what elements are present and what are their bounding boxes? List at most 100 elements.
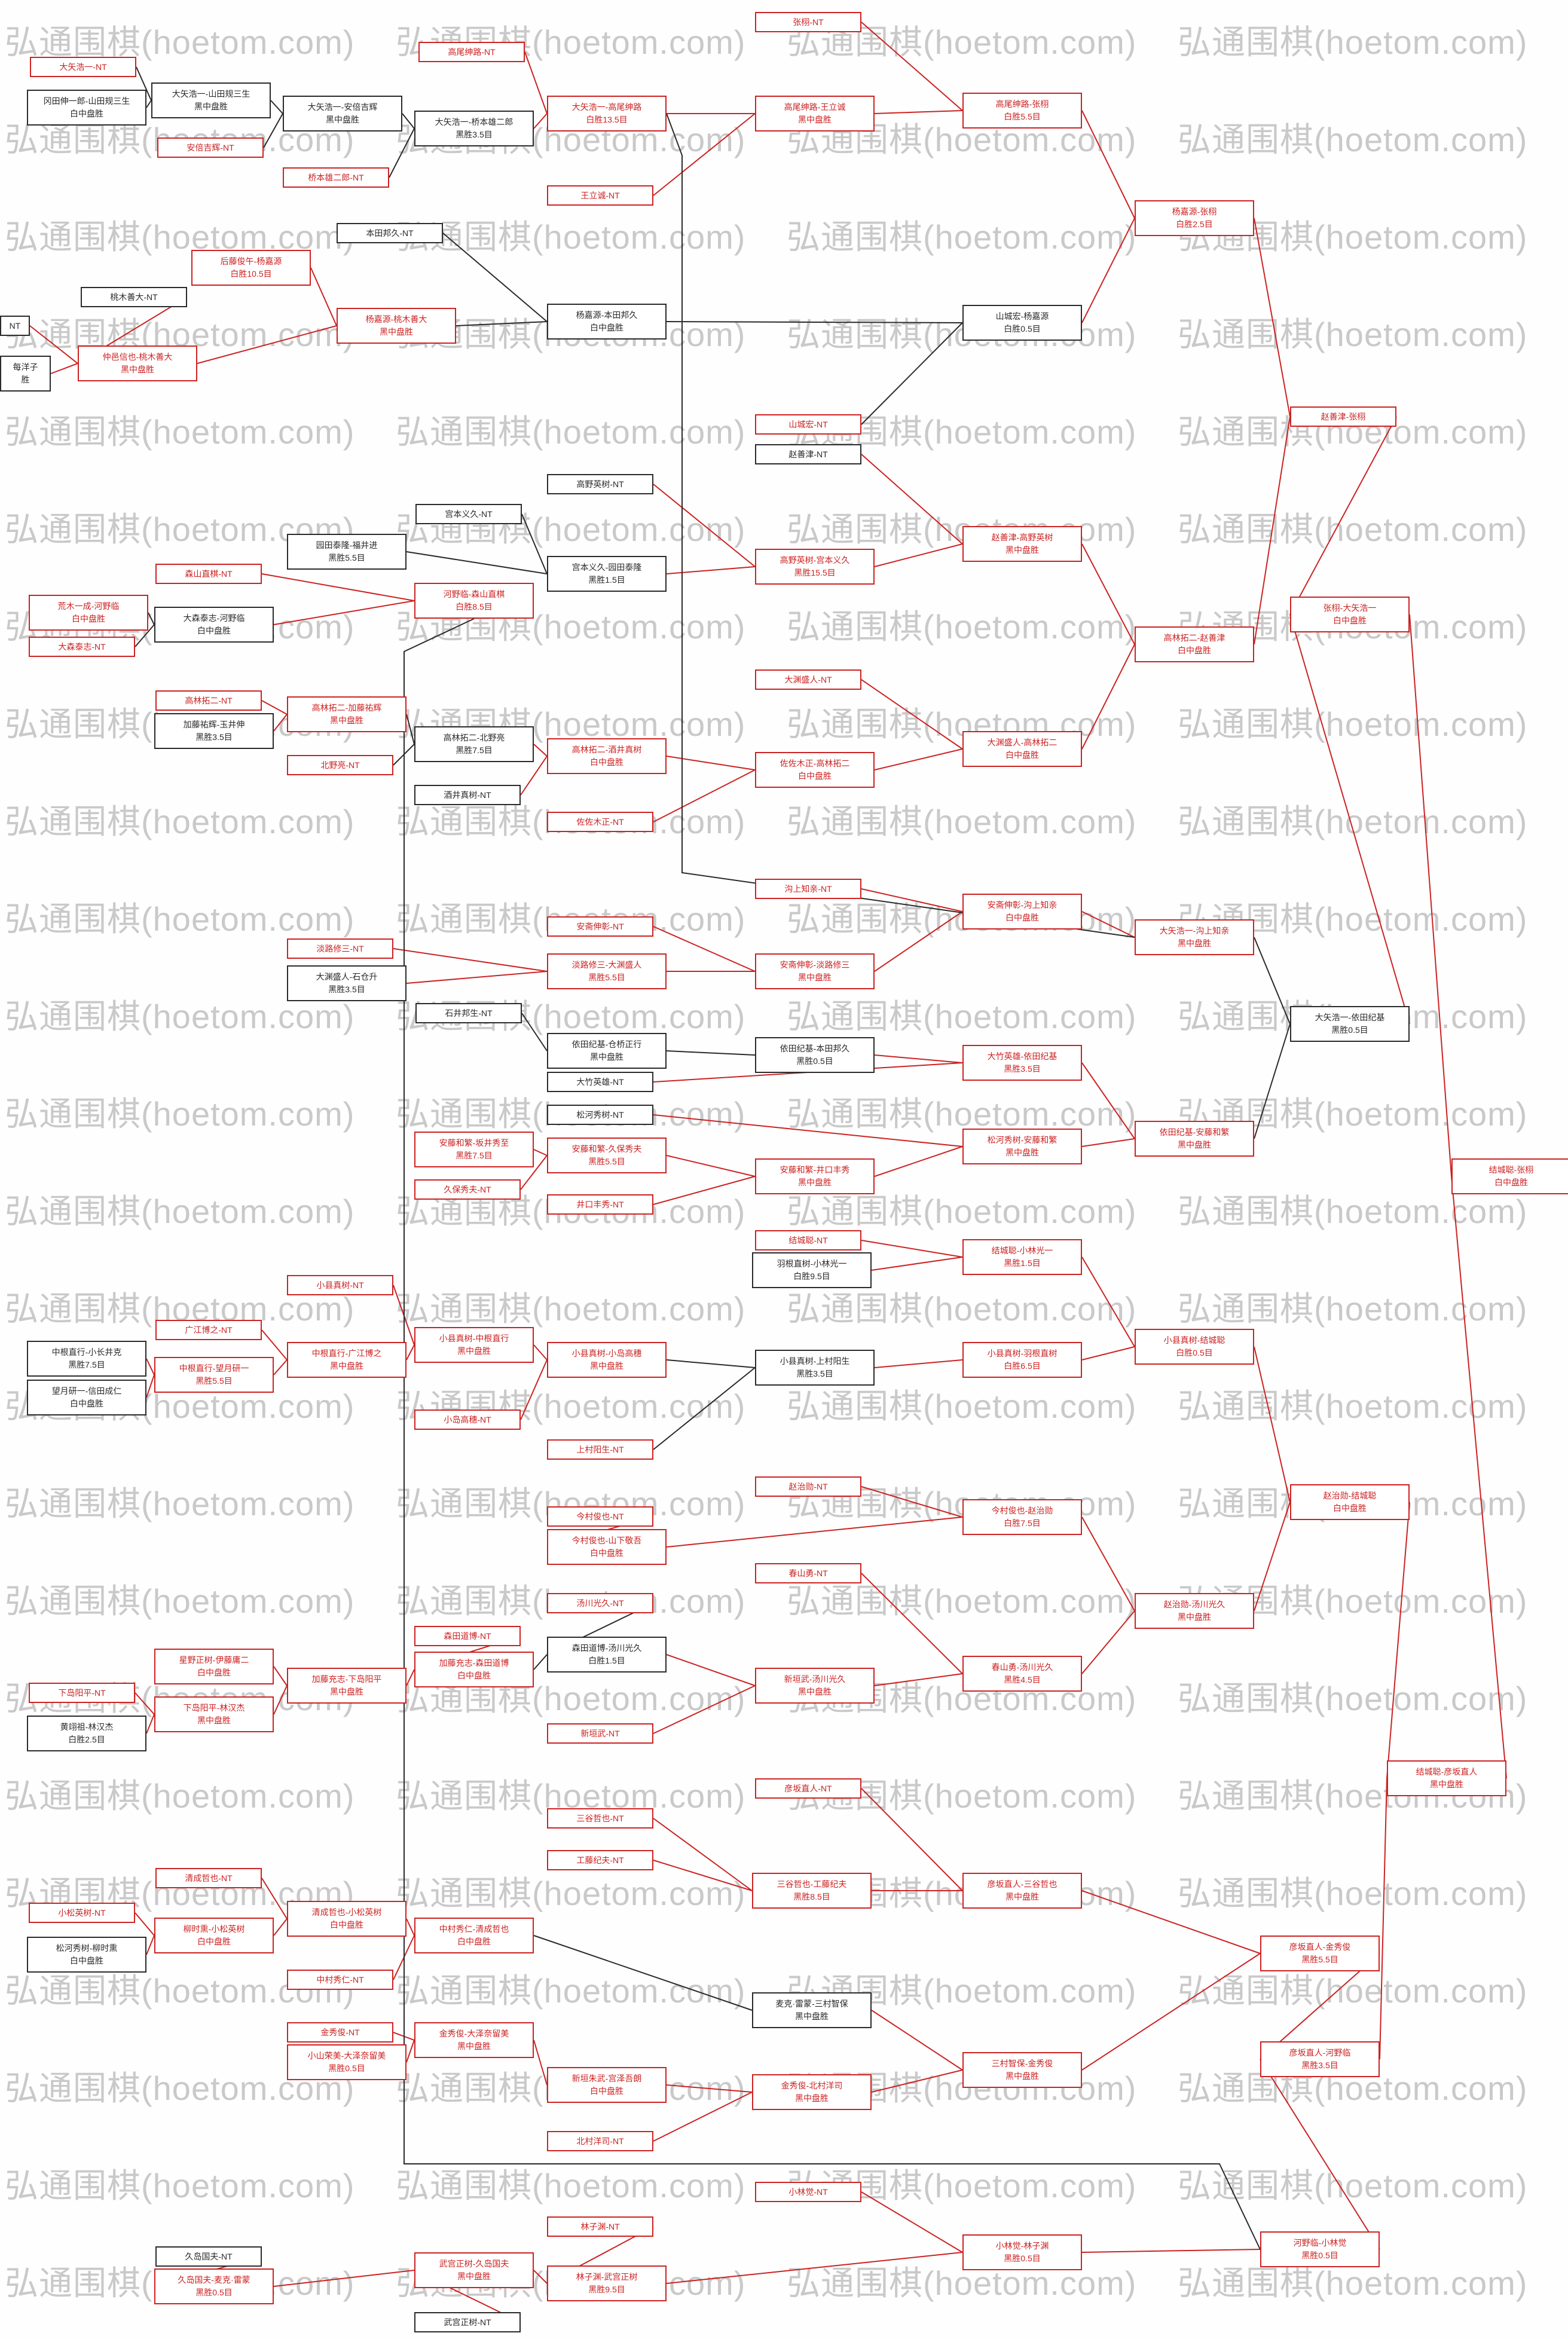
bracket-node[interactable]: 中根直行-小长井克黑胜7.5目 bbox=[27, 1341, 146, 1377]
bracket-node[interactable]: 依田纪基-安藤和繁黑中盘胜 bbox=[1135, 1121, 1254, 1157]
bracket-node[interactable]: 高林拓二-北野亮黑胜7.5目 bbox=[414, 726, 534, 762]
bracket-node[interactable]: 杨嘉源-桃木善大黑中盘胜 bbox=[337, 308, 456, 344]
bracket-node[interactable]: 佐佐木正-高林拓二白中盘胜 bbox=[755, 752, 875, 788]
bracket-node[interactable]: 加藤充志-下岛阳平黑中盘胜 bbox=[287, 1668, 406, 1704]
bracket-node[interactable]: 林子渊-武宫正树黑胜9.5目 bbox=[547, 2265, 667, 2301]
bracket-node[interactable]: 河野临-小林觉黑胜0.5目 bbox=[1260, 2231, 1380, 2267]
bracket-node[interactable]: 小县真树-上村阳生黑胜3.5目 bbox=[755, 1350, 875, 1386]
bracket-node[interactable]: 彦坂直人-三谷哲也黑中盘胜 bbox=[962, 1873, 1082, 1909]
bracket-node[interactable]: 大矢浩一-桥本雄二郎黑胜3.5目 bbox=[414, 111, 534, 146]
bracket-node[interactable]: 森田道博-汤川光久白胜1.5目 bbox=[547, 1637, 667, 1673]
bracket-node[interactable]: 下岛阳平-林汉杰黑中盘胜 bbox=[154, 1696, 274, 1732]
bracket-node[interactable]: 河野临-森山直棋白胜8.5目 bbox=[414, 583, 534, 619]
bracket-node[interactable]: 安斋伸彰-沟上知亲白中盘胜 bbox=[962, 894, 1082, 930]
bracket-node[interactable]: 安斋伸彰-淡路修三黑中盘胜 bbox=[755, 953, 875, 989]
match-pairing-label: 小县真树-上村阳生 bbox=[780, 1356, 850, 1366]
bracket-node[interactable]: 后藤俊午-杨嘉源白胜10.5目 bbox=[191, 250, 311, 286]
bracket-node[interactable]: 高野英树-宫本义久黑胜15.5目 bbox=[755, 549, 875, 585]
bracket-node[interactable]: 大森泰志-河野临白中盘胜 bbox=[154, 607, 274, 643]
bracket-node[interactable]: 结城聪-彦坂直人黑中盘胜 bbox=[1387, 1760, 1506, 1796]
bracket-node[interactable]: 小县真树-羽根直树白胜6.5目 bbox=[962, 1342, 1082, 1378]
bracket-node[interactable]: 赵治勋-结城聪白中盘胜 bbox=[1290, 1484, 1410, 1520]
bracket-node[interactable]: 小山荣美-大泽奈留美黑胜0.5目 bbox=[287, 2044, 406, 2080]
bracket-node[interactable]: 依田纪基-仓桥正行黑中盘胜 bbox=[547, 1033, 667, 1069]
bracket-node[interactable]: 彦坂直人-河野临黑胜3.5目 bbox=[1260, 2041, 1380, 2077]
bracket-node[interactable]: 春山勇-汤川光久黑胜4.5目 bbox=[962, 1656, 1082, 1692]
bracket-node[interactable]: 园田泰隆-福井进黑胜5.5目 bbox=[287, 534, 406, 570]
bracket-node[interactable]: 大竹英雄-依田纪基黑胜3.5目 bbox=[962, 1045, 1082, 1081]
bracket-node[interactable]: 清成哲也-小松英树白中盘胜 bbox=[287, 1901, 406, 1937]
bracket-node[interactable]: 赵治勋-汤川光久黑中盘胜 bbox=[1135, 1593, 1254, 1629]
bracket-node[interactable]: 大矢浩一-沟上知亲黑中盘胜 bbox=[1135, 919, 1254, 955]
bracket-node[interactable]: 加藤充志-森田道博白中盘胜 bbox=[414, 1652, 534, 1687]
bracket-node[interactable]: 高林拓二-赵善津白中盘胜 bbox=[1135, 626, 1254, 662]
bracket-node[interactable]: 金秀俊-大泽奈留美黑中盘胜 bbox=[414, 2022, 534, 2058]
bracket-node[interactable]: 望月研一-信田成仁白中盘胜 bbox=[27, 1380, 146, 1415]
bracket-node[interactable]: 每洋子胜 bbox=[0, 356, 51, 392]
bracket-node[interactable]: 中根直行-望月研一黑胜5.5目 bbox=[154, 1357, 274, 1393]
bracket-node[interactable]: 久岛国夫-麦克·雷蒙黑胜0.5目 bbox=[154, 2268, 274, 2304]
bracket-node[interactable]: 结城聪-张栩白中盘胜 bbox=[1451, 1158, 1568, 1194]
bracket-node[interactable]: 张栩-大矢浩一白中盘胜 bbox=[1290, 597, 1410, 632]
bracket-node[interactable]: 大矢浩一-依田纪基黑胜0.5目 bbox=[1290, 1006, 1410, 1042]
bracket-node[interactable]: 新垣武-汤川光久黑中盘胜 bbox=[755, 1668, 875, 1704]
bracket-node[interactable]: 中根直行-广江博之黑中盘胜 bbox=[287, 1342, 406, 1378]
bracket-node[interactable]: 荒木一成-河野临白中盘胜 bbox=[29, 595, 148, 631]
bracket-node[interactable]: 大渊盛人-高林拓二白中盘胜 bbox=[962, 731, 1082, 767]
bracket-node[interactable]: 松河秀树-安藤和繁黑中盘胜 bbox=[962, 1129, 1082, 1164]
bracket-node[interactable]: 大矢浩一-山田规三生黑中盘胜 bbox=[151, 82, 271, 118]
bracket-node[interactable]: 小县真树-结城聪白胜0.5目 bbox=[1135, 1329, 1254, 1365]
bracket-node[interactable]: 淡路修三-大渊盛人黑胜5.5目 bbox=[547, 953, 667, 989]
bracket-node[interactable]: 松河秀树-柳时熏白中盘胜 bbox=[27, 1937, 146, 1973]
bracket-node[interactable]: 高尾绅路-王立诚黑中盘胜 bbox=[755, 96, 875, 132]
bracket-node[interactable]: 柳时熏-小松英树白中盘胜 bbox=[154, 1918, 274, 1953]
bracket-node[interactable]: 羽根直树-小林光一白胜9.5目 bbox=[752, 1252, 872, 1288]
bracket-node[interactable]: 中村秀仁-清成哲也白中盘胜 bbox=[414, 1918, 534, 1953]
bracket-node[interactable]: 三谷哲也-工藤纪夫黑胜8.5目 bbox=[752, 1873, 872, 1909]
match-result-label: 白中盘胜 bbox=[1005, 750, 1039, 760]
bracket-node[interactable]: 冈田伸一郎-山田规三生白中盘胜 bbox=[27, 90, 146, 126]
bracket-node[interactable]: 安藤和繁-久保秀夫黑胜5.5目 bbox=[547, 1138, 667, 1173]
bracket-node[interactable]: 杨嘉源-本田邦久白中盘胜 bbox=[547, 304, 667, 340]
bracket-node[interactable]: 新垣朱武-宫泽吾朗白中盘胜 bbox=[547, 2067, 667, 2103]
bracket-node: 桃木善大-NT bbox=[81, 287, 187, 307]
bracket-node[interactable]: 仲邑信也-桃木善大黑中盘胜 bbox=[78, 346, 197, 381]
bracket-node[interactable]: 高林拓二-加藤祐辉黑中盘胜 bbox=[287, 696, 406, 732]
bracket-node[interactable]: 大矢浩一-安倍吉辉黑中盘胜 bbox=[283, 96, 402, 132]
match-pairing-label: 桥本雄二郎-NT bbox=[308, 172, 364, 182]
bracket-node[interactable]: 赵善津-高野英树黑中盘胜 bbox=[962, 526, 1082, 562]
match-pairing-label: 彦坂直人-河野临 bbox=[1289, 2048, 1351, 2057]
bracket-node[interactable]: 小县真树-小岛高穗黑中盘胜 bbox=[547, 1342, 667, 1378]
bracket-node[interactable]: 安藤和繁-坂井秀至黑胜7.5目 bbox=[414, 1132, 534, 1167]
bracket-node[interactable]: 安藤和繁-井口丰秀黑中盘胜 bbox=[755, 1158, 875, 1194]
bracket-node[interactable]: 彦坂直人-金秀俊黑胜5.5目 bbox=[1260, 1936, 1380, 1971]
bracket-node[interactable]: 加藤祐辉-玉井伸黑胜3.5目 bbox=[154, 713, 274, 749]
bracket-node[interactable]: 高尾绅路-张栩白胜5.5目 bbox=[962, 93, 1082, 129]
bracket-node[interactable]: 今村俊也-赵治勋白胜7.5目 bbox=[962, 1499, 1082, 1535]
bracket-node[interactable]: 宫本义久-园田泰隆黑胜1.5目 bbox=[547, 556, 667, 592]
bracket-node: 高尾绅路-NT bbox=[418, 42, 525, 62]
bracket-node[interactable]: 今村俊也-山下敬吾白中盘胜 bbox=[547, 1529, 667, 1565]
match-result-label: 黑胜5.5目 bbox=[328, 553, 365, 562]
match-result-label: 白胜13.5目 bbox=[586, 115, 628, 124]
match-result-label: 黑中盘胜 bbox=[457, 2271, 491, 2281]
bracket-node[interactable]: 山城宏-杨嘉源白胜0.5目 bbox=[962, 305, 1082, 341]
bracket-node[interactable]: 小县真树-中根直行黑中盘胜 bbox=[414, 1327, 534, 1363]
bracket-node[interactable]: 星野正树-伊藤庸二白中盘胜 bbox=[154, 1649, 274, 1684]
bracket-node[interactable]: 依田纪基-本田邦久黑胜0.5目 bbox=[755, 1037, 875, 1073]
bracket-node[interactable]: 杨嘉源-张栩白胜2.5目 bbox=[1135, 200, 1254, 236]
bracket-node[interactable]: 大渊盛人-石仓升黑胜3.5目 bbox=[287, 965, 406, 1001]
bracket-node[interactable]: 麦克·雷蒙-三村智保黑中盘胜 bbox=[752, 1992, 872, 2028]
bracket-node[interactable]: 结城聪-小林光一黑胜1.5目 bbox=[962, 1239, 1082, 1275]
match-result-label: 白中盘胜 bbox=[590, 1548, 623, 1558]
bracket-node[interactable]: 小林觉-林子渊黑胜0.5目 bbox=[962, 2234, 1082, 2270]
bracket-node[interactable]: 三村智保-金秀俊黑中盘胜 bbox=[962, 2052, 1082, 2088]
bracket-node[interactable]: 高林拓二-酒井真树白中盘胜 bbox=[547, 738, 667, 774]
bracket-node: 本田邦久-NT bbox=[337, 223, 443, 243]
bracket-node: 春山勇-NT bbox=[755, 1563, 861, 1583]
match-pairing-label: 结城聪-彦坂直人 bbox=[1416, 1767, 1478, 1777]
bracket-node[interactable]: 大矢浩一-高尾绅路白胜13.5目 bbox=[547, 96, 667, 132]
bracket-node[interactable]: 黄翊祖-林汉杰白胜2.5目 bbox=[27, 1716, 146, 1751]
bracket-node[interactable]: 武宫正树-久岛国夫黑中盘胜 bbox=[414, 2252, 534, 2288]
bracket-node[interactable]: 金秀俊-北村洋司黑中盘胜 bbox=[752, 2074, 872, 2110]
